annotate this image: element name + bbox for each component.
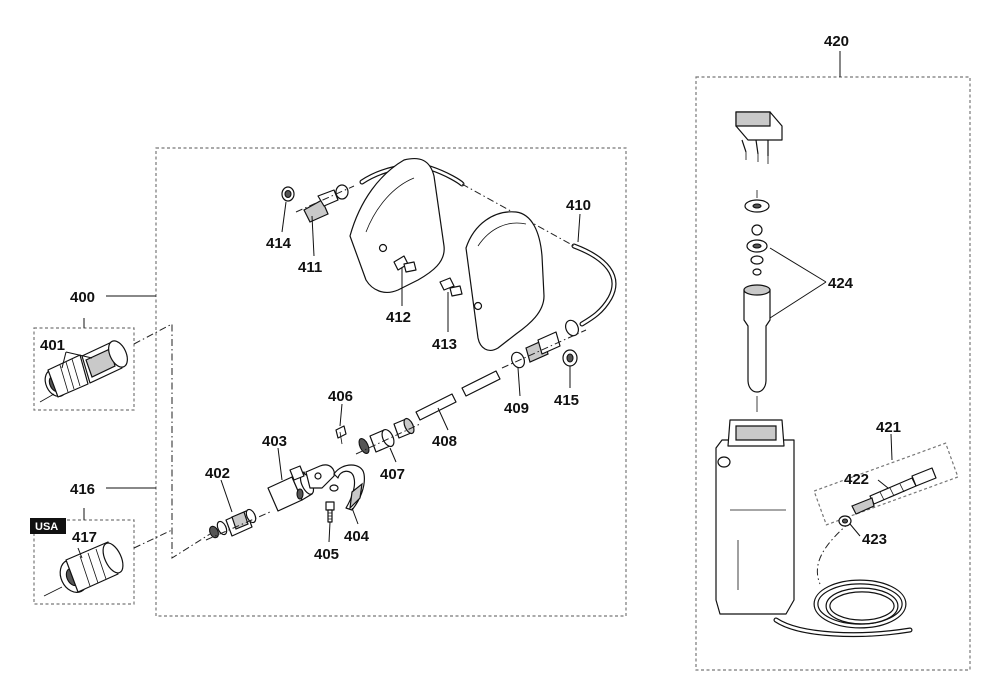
leader-404	[351, 507, 359, 525]
usa-badge-text: USA	[35, 521, 58, 533]
leader-408	[437, 407, 449, 431]
part-401-coupling	[39, 340, 128, 403]
label-421: 421	[876, 419, 901, 436]
label-417: 417	[72, 529, 97, 546]
leader-409	[517, 367, 521, 397]
label-416: 416	[70, 481, 95, 498]
leader-411	[311, 215, 315, 257]
assembly-axis-lower	[133, 529, 173, 549]
label-422: 422	[844, 471, 869, 488]
leader-401	[65, 351, 93, 359]
leader-410	[577, 213, 581, 243]
leader-423	[849, 523, 861, 537]
leader-407	[389, 447, 397, 463]
guard-left	[349, 157, 445, 293]
leader-421	[890, 433, 893, 461]
part-411-nozzle	[281, 184, 355, 223]
label-408: 408	[432, 433, 457, 450]
part-417-coupling	[43, 541, 124, 597]
leader-422	[877, 479, 889, 489]
label-407: 407	[380, 466, 405, 483]
assembly-420-frame	[695, 76, 971, 671]
label-406: 406	[328, 388, 353, 405]
part-405-screw	[325, 501, 335, 523]
label-411: 411	[298, 259, 322, 276]
label-403: 403	[262, 433, 287, 450]
leader-414	[281, 201, 287, 233]
assembly-421-frame	[813, 442, 959, 526]
leader-417	[77, 547, 83, 559]
label-420: 420	[824, 33, 849, 50]
assembly-400-frame	[155, 147, 627, 617]
part-408-tube	[415, 370, 501, 421]
part-404-bracket	[305, 464, 365, 511]
part-422-lance	[851, 467, 937, 515]
leader-424b	[769, 281, 827, 319]
part-403-elbow	[267, 465, 315, 512]
leader-424a	[769, 247, 827, 283]
label-424: 424	[828, 275, 854, 292]
guard-right	[465, 211, 545, 351]
part-415-cap	[562, 349, 578, 367]
part-420-water-tank	[715, 111, 913, 638]
usa-badge: USA	[30, 518, 66, 534]
part-409-nozzle-set	[501, 319, 587, 369]
leader-401b	[61, 351, 67, 369]
label-405: 405	[314, 546, 339, 563]
label-423: 423	[862, 531, 887, 548]
label-412: 412	[386, 309, 411, 326]
label-400: 400	[70, 289, 95, 306]
label-409: 409	[504, 400, 529, 417]
label-414: 414	[266, 235, 292, 252]
part-412-screw	[393, 255, 417, 273]
label-402: 402	[205, 465, 230, 482]
leader-403	[277, 447, 283, 481]
label-410: 410	[566, 197, 591, 214]
label-404: 404	[344, 528, 370, 545]
label-415: 415	[554, 392, 579, 409]
part-406-clip	[335, 425, 347, 445]
part-423-clip	[838, 515, 852, 527]
part-407-connector	[355, 417, 421, 455]
part-413-screw	[439, 277, 463, 297]
label-413: 413	[432, 336, 457, 353]
assembly-axis-left	[133, 323, 211, 559]
leader-405	[328, 521, 331, 543]
label-401: 401	[40, 337, 65, 354]
leader-406	[339, 403, 343, 427]
leader-402	[220, 479, 233, 513]
part-402-fitting	[205, 508, 271, 541]
